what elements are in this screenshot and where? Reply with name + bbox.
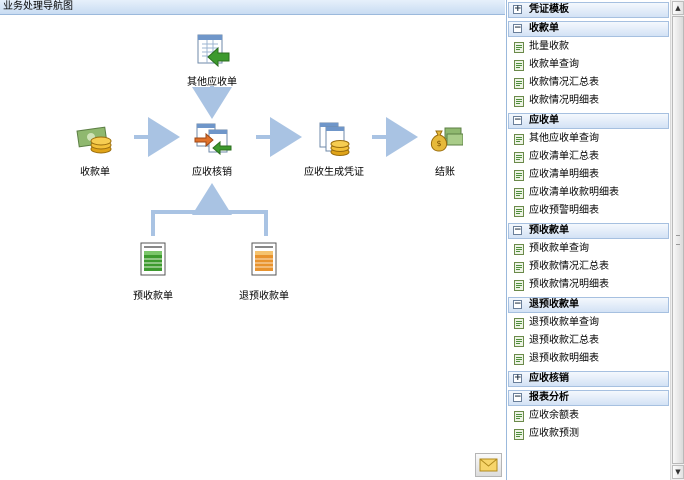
group-title: 退预收款单 xyxy=(529,299,579,310)
group-header[interactable]: −应收单 xyxy=(508,113,669,129)
panel-item[interactable]: 收款情况明细表 xyxy=(507,92,670,110)
voucher-coins-icon xyxy=(319,122,350,156)
panel-item-label: 其他应收单查询 xyxy=(529,133,599,144)
panel-item-label: 预收款情况汇总表 xyxy=(529,261,609,272)
group-title: 收款单 xyxy=(529,23,559,34)
svg-text:$: $ xyxy=(436,139,441,148)
arrow-bracket xyxy=(151,210,268,236)
panel-item-label: 退预收款明细表 xyxy=(529,353,599,364)
report-icon xyxy=(514,188,524,199)
group-header[interactable]: −报表分析 xyxy=(508,390,669,406)
window-titlebar: 业务处理导航图 xyxy=(0,0,505,15)
group-title: 应收核销 xyxy=(529,373,569,384)
panel-item[interactable]: 应收清单收款明细表 xyxy=(507,184,670,202)
report-icon xyxy=(514,170,524,181)
panel-item[interactable]: 批量收款 xyxy=(507,38,670,56)
panel-item[interactable]: 退预收款单查询 xyxy=(507,314,670,332)
panel-item-label: 收款情况汇总表 xyxy=(529,77,599,88)
report-icon xyxy=(514,411,524,422)
panel-item[interactable]: 收款情况汇总表 xyxy=(507,74,670,92)
report-icon xyxy=(514,78,524,89)
flow-canvas: 其他应收单 收款单 应收核销 xyxy=(0,15,505,480)
documents-exchange-icon xyxy=(194,123,232,156)
node-label: 预收款单 xyxy=(133,291,173,302)
scroll-thumb[interactable] xyxy=(672,16,684,464)
node-label: 收款单 xyxy=(80,167,110,178)
report-icon xyxy=(514,206,524,217)
report-icon xyxy=(514,42,524,53)
report-icon xyxy=(514,354,524,365)
group-header[interactable]: + 应收核销 xyxy=(508,371,669,387)
panel-item[interactable]: 其他应收单查询 xyxy=(507,130,670,148)
node-label: 其他应收单 xyxy=(187,77,237,88)
group-header[interactable]: −退预收款单 xyxy=(508,297,669,313)
collapse-icon[interactable]: − xyxy=(513,225,522,235)
group-header[interactable]: −收款单 xyxy=(508,21,669,37)
collapse-icon[interactable]: − xyxy=(513,23,522,33)
panel-item[interactable]: 应收款预测 xyxy=(507,425,670,443)
envelope-icon xyxy=(479,458,498,472)
group-header[interactable]: −预收款单 xyxy=(508,223,669,239)
report-icon xyxy=(514,336,524,347)
document-arrow-icon xyxy=(197,34,230,67)
money-bag-icon: $ xyxy=(430,127,463,152)
node-label: 应收核销 xyxy=(192,167,232,178)
panel-item-label: 预收款单查询 xyxy=(529,243,589,254)
navigation-panel: +凭证模板−收款单批量收款收款单查询收款情况汇总表收款情况明细表−应收单其他应收… xyxy=(506,0,670,480)
group-title: 凭证模板 xyxy=(529,4,569,15)
collapse-icon[interactable]: − xyxy=(513,392,522,402)
panel-item-label: 应收清单收款明细表 xyxy=(529,187,619,198)
report-icon xyxy=(514,60,524,71)
report-icon xyxy=(514,280,524,291)
report-icon xyxy=(514,429,524,440)
panel-item-label: 应收清单汇总表 xyxy=(529,151,599,162)
node-label: 退预收款单 xyxy=(239,291,289,302)
flow-arrows xyxy=(134,86,418,236)
report-icon xyxy=(514,152,524,163)
panel-item[interactable]: 应收预警明细表 xyxy=(507,202,670,220)
panel-item[interactable]: 退预收款汇总表 xyxy=(507,332,670,350)
panel-item-label: 收款单查询 xyxy=(529,59,579,70)
collapse-icon[interactable]: − xyxy=(513,299,522,309)
group-title: 报表分析 xyxy=(529,392,569,403)
report-icon xyxy=(514,318,524,329)
cash-coins-icon xyxy=(76,126,112,154)
group-title: 应收单 xyxy=(529,115,559,126)
expand-icon[interactable]: + xyxy=(513,4,522,14)
scroll-down-button[interactable]: ▼ xyxy=(672,465,684,479)
panel-item-label: 收款情况明细表 xyxy=(529,95,599,106)
green-document-icon xyxy=(140,242,166,276)
panel-item[interactable]: 预收款单查询 xyxy=(507,240,670,258)
node-label: 应收生成凭证 xyxy=(304,167,364,178)
panel-item-label: 应收清单明细表 xyxy=(529,169,599,180)
panel-item[interactable]: 应收清单明细表 xyxy=(507,166,670,184)
mail-button[interactable] xyxy=(475,453,502,477)
panel-item-label: 退预收款汇总表 xyxy=(529,335,599,346)
collapse-icon[interactable]: − xyxy=(513,115,522,125)
panel-item[interactable]: 收款单查询 xyxy=(507,56,670,74)
scroll-up-button[interactable]: ▲ xyxy=(672,1,684,15)
report-icon xyxy=(514,262,524,273)
panel-item-label: 应收预警明细表 xyxy=(529,205,599,216)
panel-item[interactable]: 应收清单汇总表 xyxy=(507,148,670,166)
vertical-scrollbar[interactable]: ▲ ▼ xyxy=(670,0,684,480)
panel-item-label: 退预收款单查询 xyxy=(529,317,599,328)
panel-item-label: 应收款预测 xyxy=(529,428,579,439)
window-title: 业务处理导航图 xyxy=(3,1,73,12)
group-header[interactable]: + 凭证模板 xyxy=(508,2,669,18)
panel-item-label: 预收款情况明细表 xyxy=(529,279,609,290)
report-icon xyxy=(514,96,524,107)
node-label: 结账 xyxy=(435,167,455,178)
panel-item-label: 应收余额表 xyxy=(529,410,579,421)
report-icon xyxy=(514,244,524,255)
panel-item[interactable]: 退预收款明细表 xyxy=(507,350,670,368)
report-icon xyxy=(514,134,524,145)
panel-item[interactable]: 预收款情况汇总表 xyxy=(507,258,670,276)
orange-document-icon xyxy=(251,242,277,276)
panel-item-label: 批量收款 xyxy=(529,41,569,52)
panel-item[interactable]: 预收款情况明细表 xyxy=(507,276,670,294)
expand-icon[interactable]: + xyxy=(513,373,522,383)
group-title: 预收款单 xyxy=(529,225,569,236)
panel-item[interactable]: 应收余额表 xyxy=(507,407,670,425)
